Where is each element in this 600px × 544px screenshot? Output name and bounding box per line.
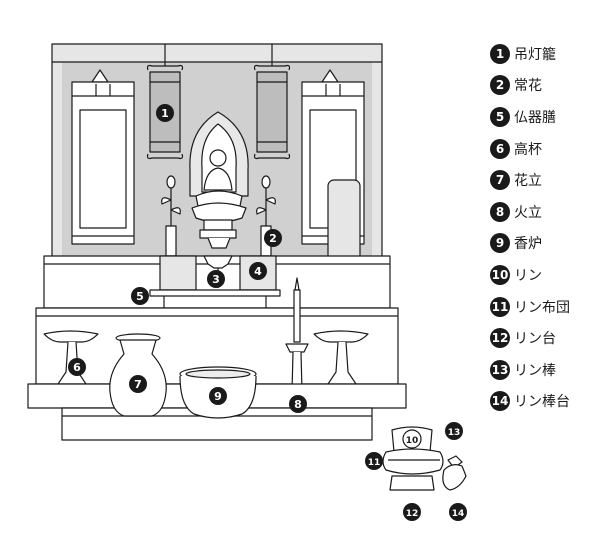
legend-label: 常花 <box>514 78 542 95</box>
legend-number-badge: 5 <box>490 106 510 127</box>
hanging-scroll-left <box>71 69 135 245</box>
callout-marker-11: 11 <box>365 452 383 470</box>
rin-striker-set <box>442 455 467 491</box>
legend-label: 仏器膳 <box>514 109 556 126</box>
legend-number-badge: 13 <box>490 359 510 380</box>
callout-marker-14: 14 <box>449 503 467 521</box>
callout-marker-4: 4 <box>249 262 267 280</box>
callout-number: 14 <box>452 509 465 519</box>
callout-number: 4 <box>254 265 262 278</box>
callout-number: 2 <box>269 232 277 245</box>
callout-marker-3: 3 <box>207 270 225 288</box>
legend-number-badge: 1 <box>490 43 510 64</box>
callout-number: 13 <box>448 428 461 438</box>
legend-number-badge: 14 <box>490 391 510 412</box>
legend-number-badge: 2 <box>490 75 510 96</box>
legend-number-badge: 8 <box>490 201 510 222</box>
callout-marker-12: 12 <box>403 503 421 521</box>
callout-marker-8: 8 <box>289 395 307 413</box>
callout-number: 1 <box>161 107 169 120</box>
callout-number: 3 <box>212 273 220 286</box>
legend-label: リン <box>514 267 542 284</box>
legend-label: リン棒 <box>514 362 556 379</box>
legend-label: 香炉 <box>514 236 542 253</box>
callout-number: 9 <box>214 390 222 403</box>
legend-label: 花立 <box>514 173 542 190</box>
offering-box-3 <box>159 255 233 291</box>
callout-number: 10 <box>406 436 419 446</box>
legend-number-badge: 12 <box>490 328 510 349</box>
legend-label: リン布団 <box>514 299 570 316</box>
callout-marker-10: 10 <box>402 429 422 449</box>
offering-box-4 <box>239 255 277 291</box>
callout-number: 6 <box>73 361 81 374</box>
legend-label: リン台 <box>514 331 556 348</box>
legend-label: リン棒台 <box>514 394 570 411</box>
legend-number-badge: 10 <box>490 264 510 285</box>
callout-number: 11 <box>368 458 381 468</box>
hanging-lantern-right <box>253 44 291 160</box>
callout-number: 5 <box>136 290 144 303</box>
callout-marker-7: 7 <box>129 375 147 393</box>
pedestal-cup-right <box>313 330 369 385</box>
callout-marker-13: 13 <box>445 422 463 440</box>
legend-number-badge: 7 <box>490 170 510 191</box>
callout-marker-6: 6 <box>68 358 86 376</box>
legend-number-badge: 9 <box>490 233 510 254</box>
callout-marker-5: 5 <box>131 287 149 305</box>
callout-number: 7 <box>134 378 142 391</box>
callout-marker-1: 1 <box>156 104 174 122</box>
legend-label: 高杯 <box>514 141 542 158</box>
callout-number: 12 <box>406 509 419 519</box>
legend-label: 火立 <box>514 204 542 221</box>
buddha-statue <box>189 111 249 249</box>
callout-marker-2: 2 <box>264 229 282 247</box>
legend-number-badge: 6 <box>490 138 510 159</box>
legend-label: 吊灯籠 <box>514 46 556 63</box>
callout-number: 8 <box>294 398 302 411</box>
callout-marker-9: 9 <box>209 387 227 405</box>
legend-number-badge: 11 <box>490 296 510 317</box>
